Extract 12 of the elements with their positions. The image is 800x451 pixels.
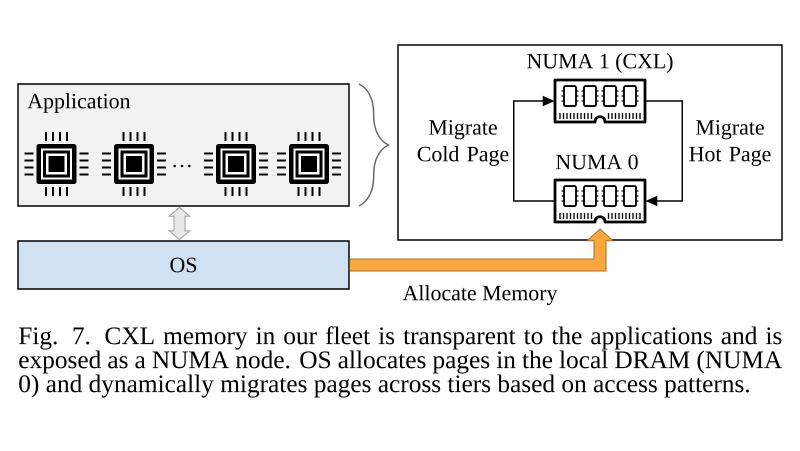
edge-label: Migrate Hot Page <box>689 120 771 166</box>
layer-box: OS <box>17 240 350 290</box>
module-label: NUMA 1 (CXL) <box>527 53 672 73</box>
module-label: NUMA 0 <box>556 154 638 170</box>
caption: Fig. 7. CXL memory in our fleet is transparent to the applications and is exposed as a NUMA node. OS allocates pages in the local DRAM (NUMA 0) and dynamically migrates pages across tiers based on access patterns. <box>19 326 782 398</box>
arrow <box>645 100 683 206</box>
frame-box <box>397 44 783 241</box>
arrow <box>513 96 555 202</box>
block-arrow <box>168 206 192 240</box>
edge-label: Allocate Memory <box>402 285 558 305</box>
edge-label: Migrate Cold Page <box>418 120 508 166</box>
ellipsis: … <box>173 164 191 168</box>
